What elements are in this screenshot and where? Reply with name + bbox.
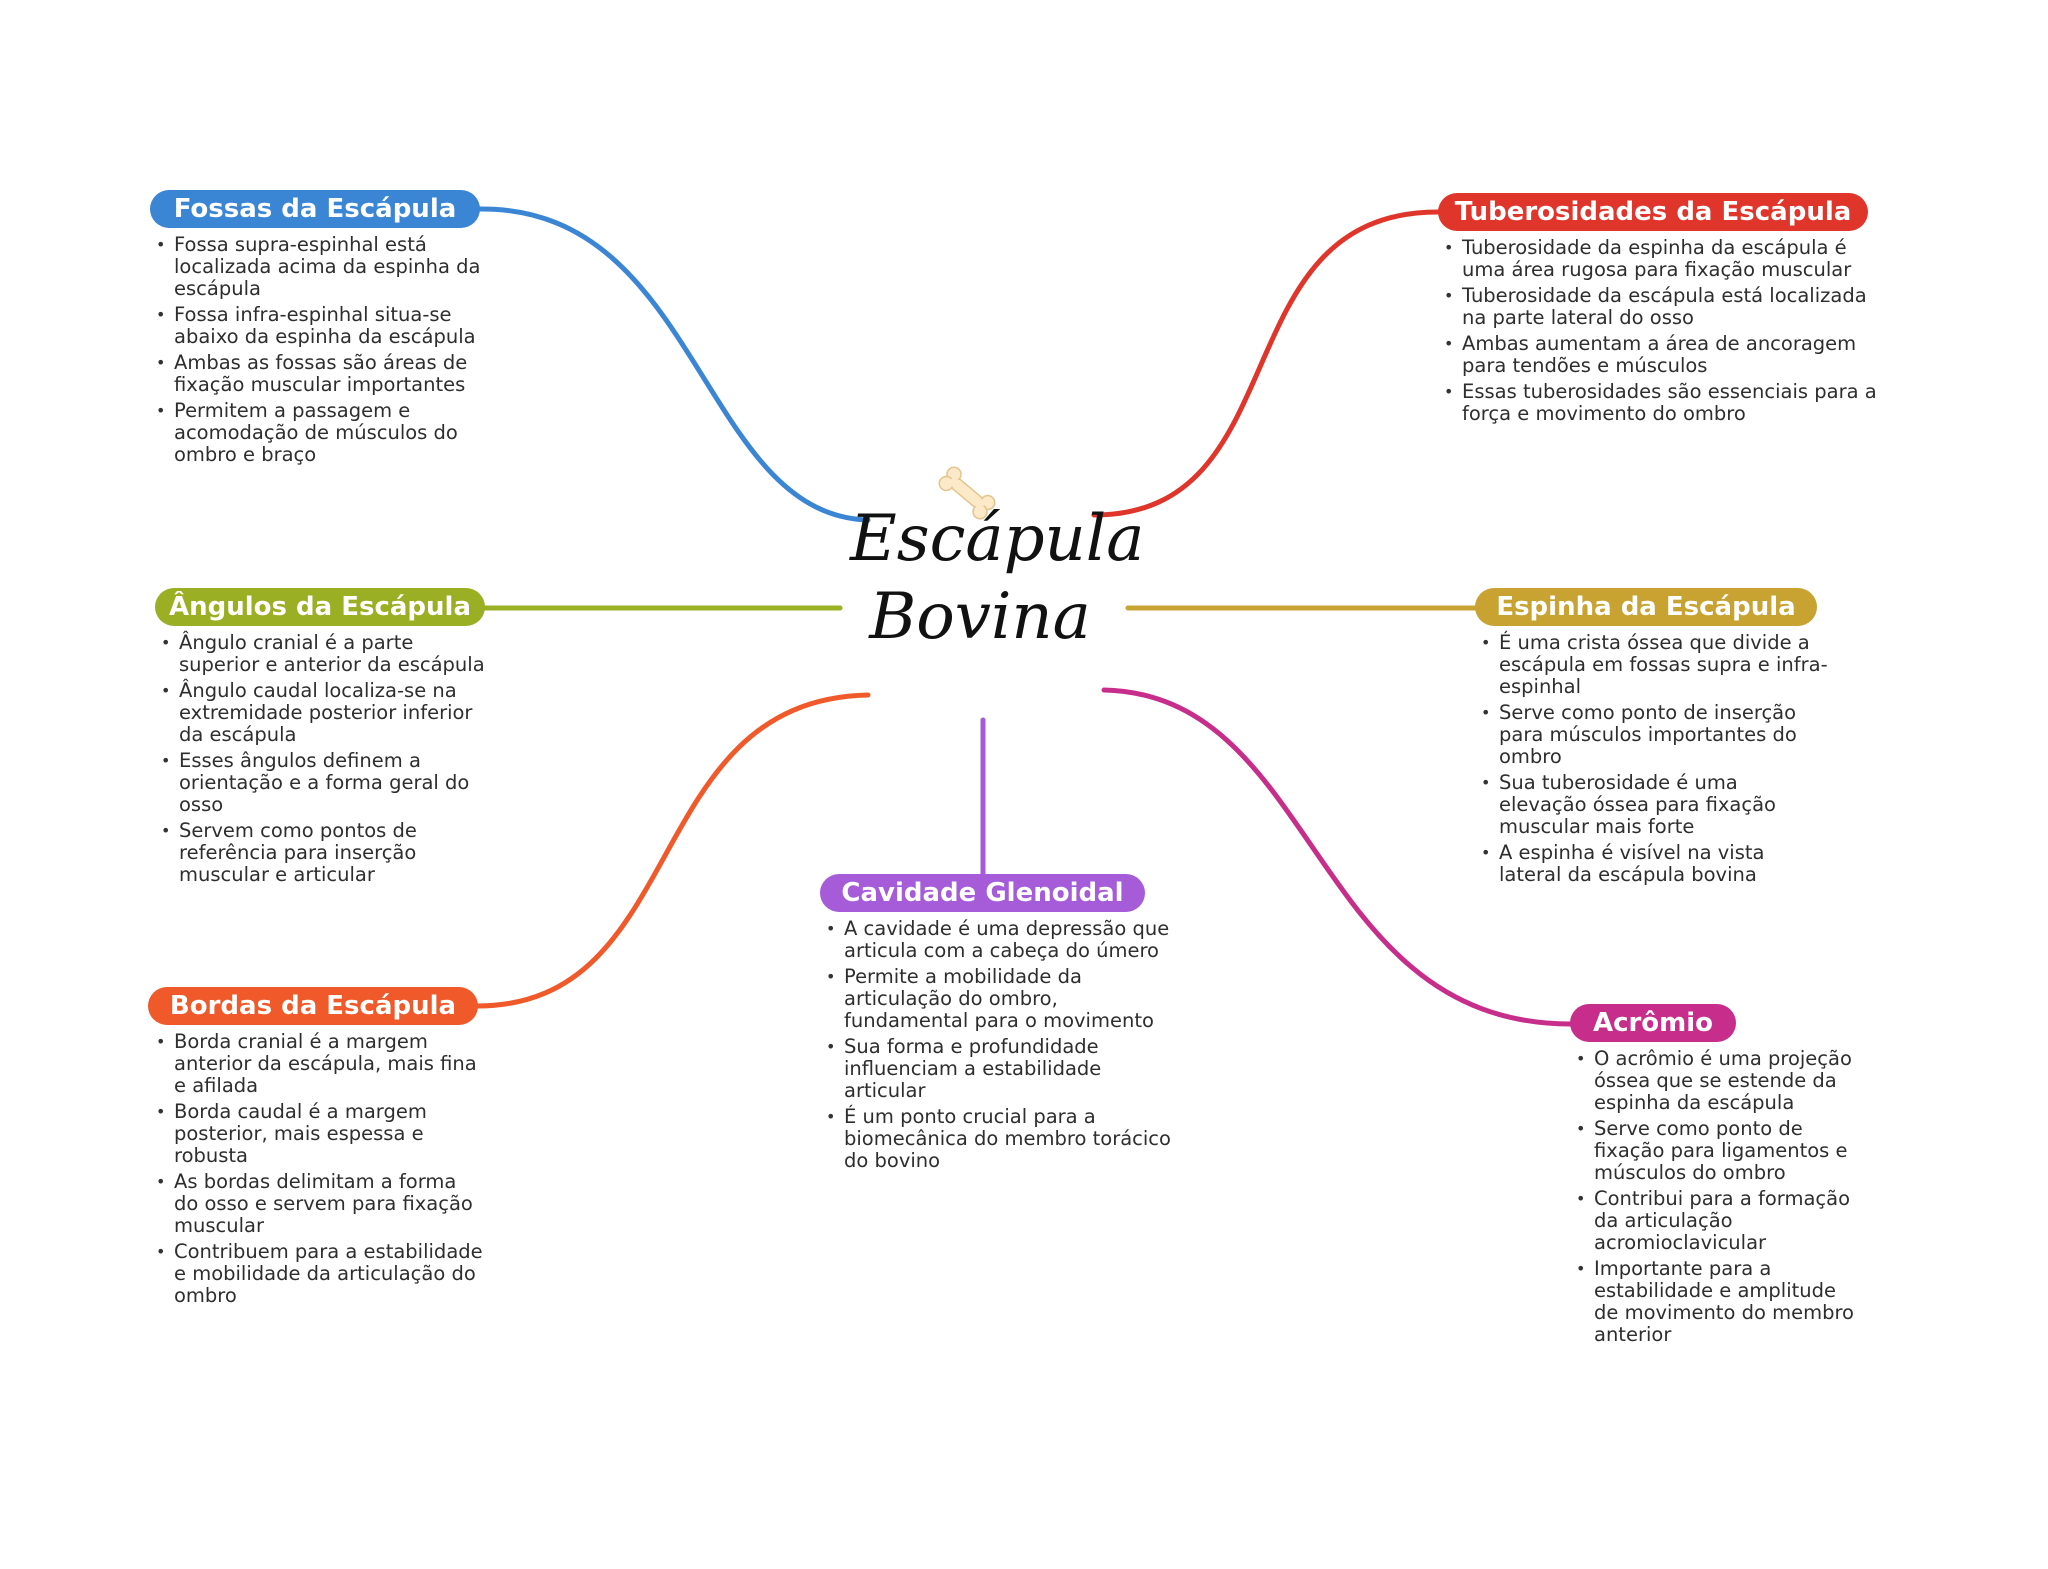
- list-item: É um ponto crucial para a biomecânica do…: [824, 1106, 1174, 1172]
- topic-angulos[interactable]: Ângulos da Escápula: [155, 588, 485, 626]
- list-item: Tuberosidade da escápula está localizada…: [1442, 285, 1892, 329]
- topic-bordas[interactable]: Bordas da Escápula: [148, 987, 478, 1025]
- list-item: Sua tuberosidade é uma elevação óssea pa…: [1479, 772, 1829, 838]
- central-topic[interactable]: Escápula Bovina: [850, 500, 1145, 700]
- list-item: Ângulo cranial é a parte superior e ante…: [159, 632, 489, 676]
- list-item: Importante para a estabilidade e amplitu…: [1574, 1258, 1864, 1346]
- list-item: A espinha é visível na vista lateral da …: [1479, 842, 1829, 886]
- link-fossas: [475, 206, 871, 523]
- topic-espinha[interactable]: Espinha da Escápula: [1475, 588, 1817, 626]
- link-bordas: [475, 692, 871, 1009]
- list-item: Esses ângulos definem a orientação e a f…: [159, 750, 489, 816]
- list-item: Serve como ponto de fixação para ligamen…: [1574, 1118, 1864, 1184]
- list-item: Contribuem para a estabilidade e mobilid…: [154, 1241, 484, 1307]
- bordas-list: Borda cranial é a margem anterior da esc…: [154, 1031, 484, 1311]
- central-title-line1: Escápula: [850, 502, 1145, 576]
- list-item: É uma crista óssea que divide a escápula…: [1479, 632, 1829, 698]
- list-item: Ambas aumentam a área de ancoragem para …: [1442, 333, 1892, 377]
- list-item: Ambas as fossas são áreas de fixação mus…: [154, 352, 494, 396]
- list-item: Fossa infra-espinhal situa-se abaixo da …: [154, 304, 494, 348]
- list-item: As bordas delimitam a forma do osso e se…: [154, 1171, 484, 1237]
- list-item: Fossa supra-espinhal está localizada aci…: [154, 234, 494, 300]
- list-item: Contribui para a formação da articulação…: [1574, 1188, 1864, 1254]
- topic-tuberosidades[interactable]: Tuberosidades da Escápula: [1438, 193, 1868, 231]
- list-item: A cavidade é uma depressão que articula …: [824, 918, 1174, 962]
- angulos-list: Ângulo cranial é a parte superior e ante…: [159, 632, 489, 890]
- espinha-list: É uma crista óssea que divide a escápula…: [1479, 632, 1829, 890]
- fossas-list: Fossa supra-espinhal está localizada aci…: [154, 234, 494, 470]
- topic-acromio[interactable]: Acrômio: [1570, 1004, 1736, 1042]
- link-tuberosidades: [1091, 209, 1441, 518]
- list-item: Sua forma e profundidade influenciam a e…: [824, 1036, 1174, 1102]
- tuberosidades-list: Tuberosidade da espinha da escápula é um…: [1442, 237, 1892, 429]
- list-item: O acrômio é uma projeção óssea que se es…: [1574, 1048, 1864, 1114]
- list-item: Borda caudal é a margem posterior, mais …: [154, 1101, 484, 1167]
- topic-fossas[interactable]: Fossas da Escápula: [150, 190, 480, 228]
- list-item: Permite a mobilidade da articulação do o…: [824, 966, 1174, 1032]
- acromio-list: O acrômio é uma projeção óssea que se es…: [1574, 1048, 1864, 1350]
- list-item: Tuberosidade da espinha da escápula é um…: [1442, 237, 1892, 281]
- list-item: Ângulo caudal localiza-se na extremidade…: [159, 680, 489, 746]
- link-acromio: [1101, 687, 1575, 1027]
- bone-icon: [938, 466, 996, 520]
- list-item: Servem como pontos de referência para in…: [159, 820, 489, 886]
- list-item: Borda cranial é a margem anterior da esc…: [154, 1031, 484, 1097]
- central-title-line2: Bovina: [869, 580, 1091, 654]
- list-item: Serve como ponto de inserção para múscul…: [1479, 702, 1829, 768]
- list-item: Essas tuberosidades são essenciais para …: [1442, 381, 1892, 425]
- list-item: Permitem a passagem e acomodação de músc…: [154, 400, 494, 466]
- cavidade-list: A cavidade é uma depressão que articula …: [824, 918, 1174, 1176]
- topic-cavidade[interactable]: Cavidade Glenoidal: [820, 874, 1145, 912]
